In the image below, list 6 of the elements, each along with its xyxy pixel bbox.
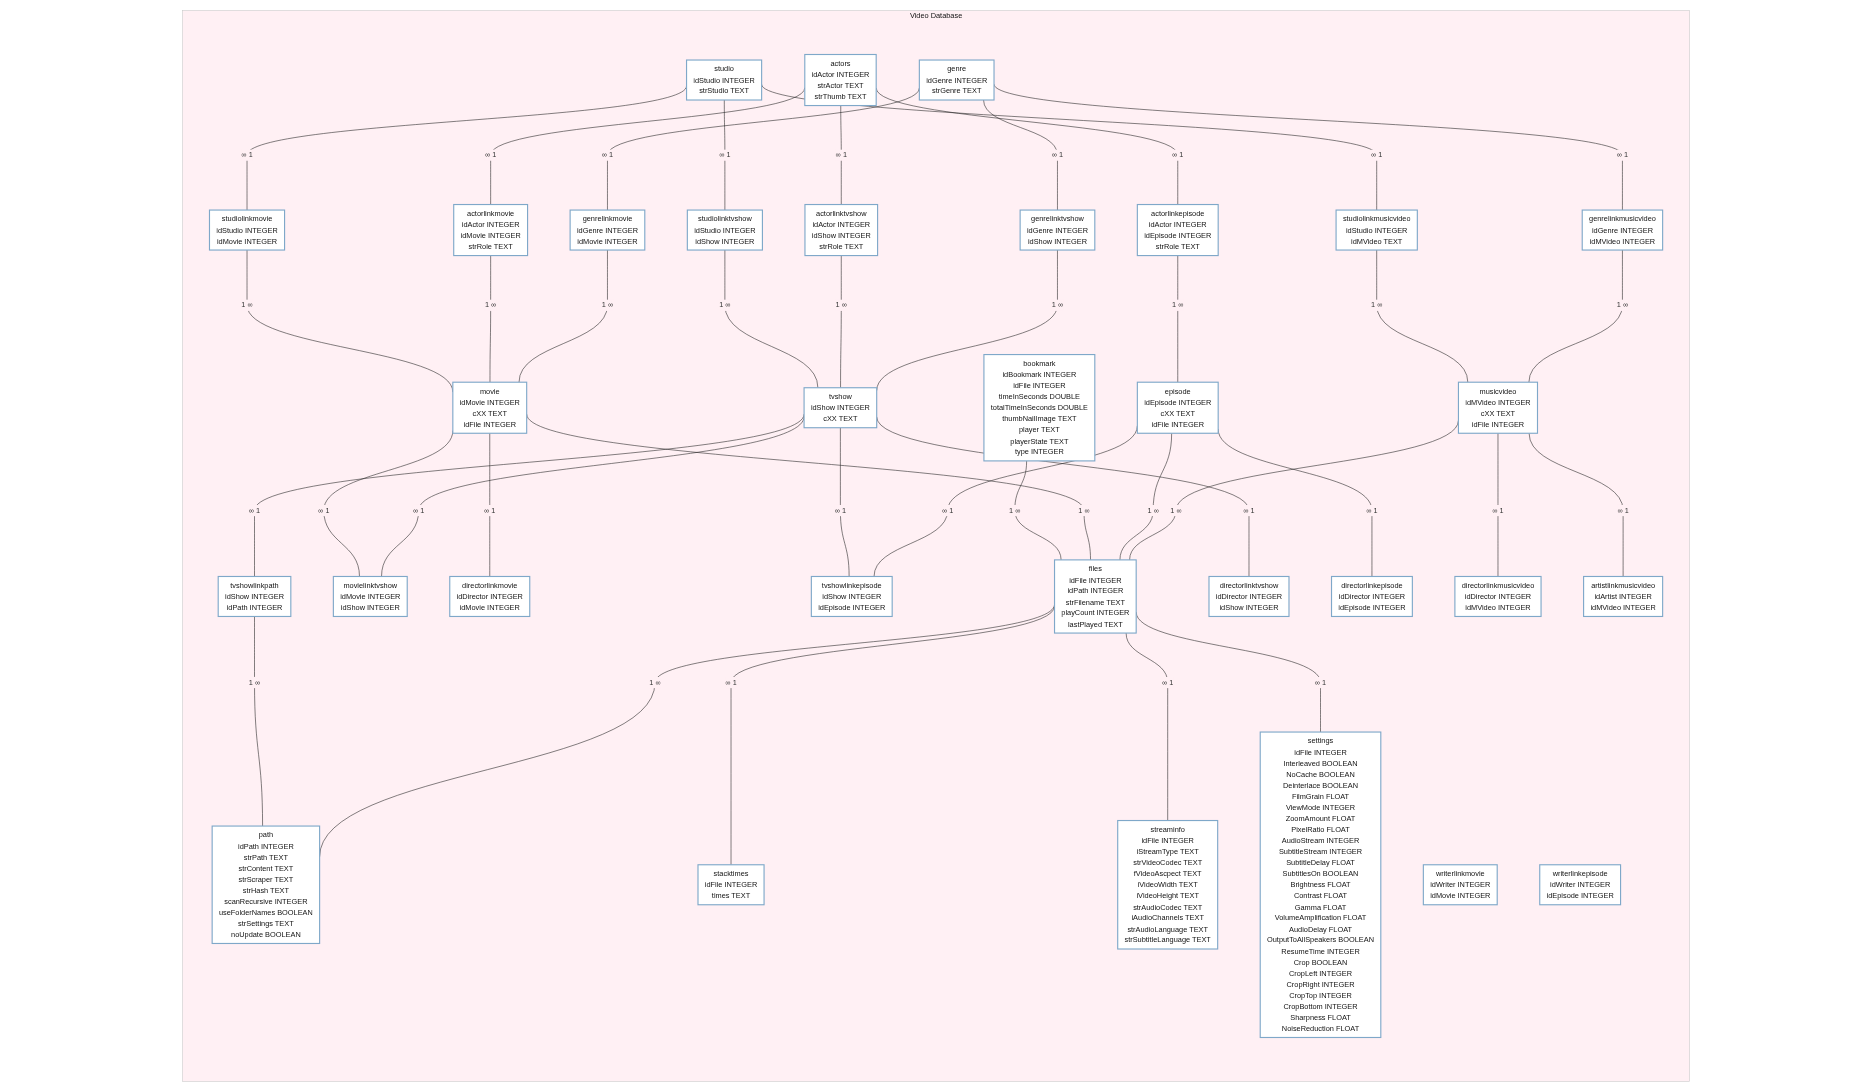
- connector: [723, 99, 726, 210]
- connector: [489, 432, 490, 577]
- connector: [1014, 460, 1062, 560]
- connector: [840, 104, 842, 205]
- connector: [840, 426, 850, 577]
- connector: [983, 99, 1058, 210]
